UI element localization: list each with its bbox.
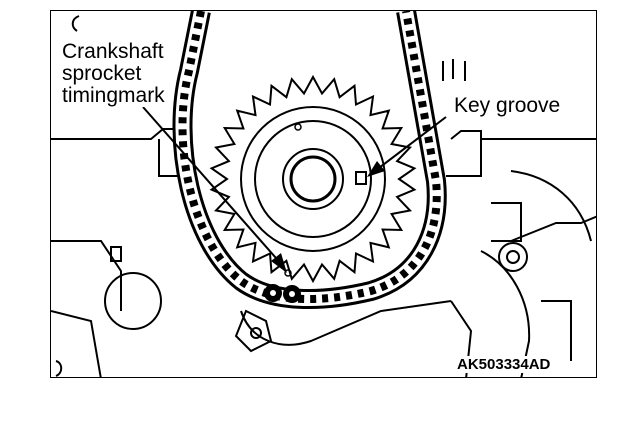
block-left-cylinder <box>110 246 122 262</box>
top-tick-right <box>442 59 466 81</box>
hub-top-mark <box>294 123 302 131</box>
crankshaft-label-line-2: sprocket <box>62 62 142 85</box>
lower-left-boss-hole <box>250 327 262 339</box>
lower-left-boss <box>234 309 273 353</box>
right-bolt-ring <box>498 242 528 272</box>
block-left-step <box>158 139 183 177</box>
right-side-ring <box>510 170 592 242</box>
left-corner-mark <box>55 360 63 377</box>
crankshaft-label-line-3: timingmark <box>62 84 165 107</box>
block-right-bracket <box>491 202 522 242</box>
sprocket-hub-inner <box>254 120 372 238</box>
diagram-artwork <box>51 11 596 377</box>
block-top-left-line <box>51 128 177 140</box>
block-lower-outline <box>240 300 452 346</box>
key-groove-leader-arrowhead <box>367 161 385 177</box>
crankshaft-sprocket-timing-mark-label: Crankshaft sprocket timingmark <box>62 41 165 107</box>
left-round-boss <box>104 272 162 330</box>
timing-chain-links <box>178 11 441 304</box>
key-groove-label: Key groove <box>452 94 563 117</box>
block-right-lower <box>480 250 531 377</box>
top-tick-left <box>71 15 80 32</box>
key-groove-slot <box>355 171 367 185</box>
figure-code-label: AK503334AD <box>455 356 553 373</box>
crankshaft-leader-arrowhead <box>271 253 287 273</box>
key-groove-leader-line <box>374 116 447 172</box>
shaft-bore <box>289 155 337 203</box>
block-right-rib <box>541 300 572 361</box>
right-bolt-hole <box>506 250 520 264</box>
block-left-foot <box>51 310 102 377</box>
crankshaft-label-line-1: Crankshaft <box>62 40 164 63</box>
sprocket-timing-mark <box>284 269 292 277</box>
block-right-panel <box>510 215 596 242</box>
block-top-right-line <box>446 130 482 177</box>
engine-diagram: Crankshaft sprocket timingmark Key groov… <box>50 10 597 378</box>
crankshaft-leader-line <box>142 106 284 267</box>
